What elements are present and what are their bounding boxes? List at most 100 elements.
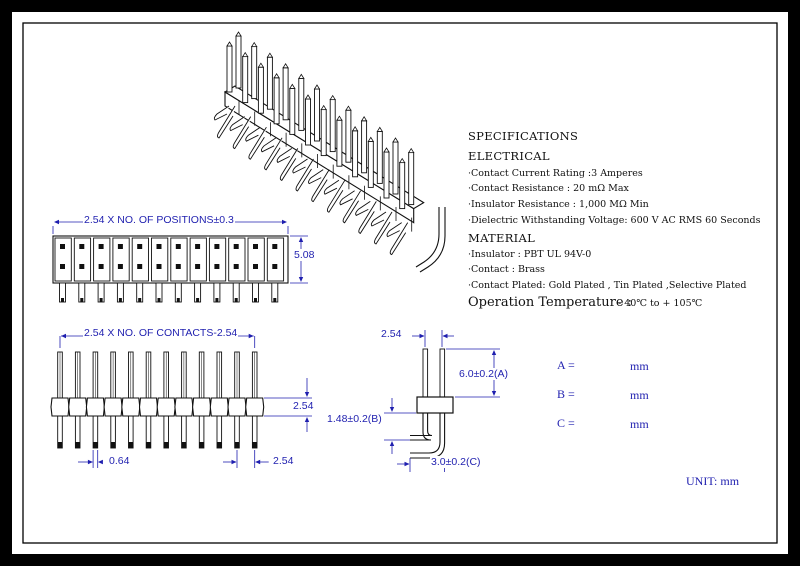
- front-view-pin-tip: [163, 442, 169, 448]
- iso-bent-tail-lower: [311, 169, 330, 203]
- dim-side-pitch: 2.54: [380, 328, 403, 340]
- top-view-pin-square: [175, 264, 181, 269]
- top-view-pin-tip: [273, 298, 277, 302]
- iso-pin-rear-tip: [298, 73, 305, 79]
- top-view-pin-square: [117, 264, 123, 269]
- top-view-pin-square: [60, 264, 65, 269]
- front-view-insulator-segment: [245, 397, 265, 417]
- iso-pin-front: [257, 66, 264, 114]
- side-view-insulator: [416, 396, 454, 414]
- iso-pin-rear-tip: [329, 94, 336, 100]
- top-view-cell: [266, 237, 285, 282]
- iso-bent-tail-upper: [229, 116, 245, 132]
- inner-frame: [22, 22, 778, 544]
- front-view-pin-tip: [181, 442, 187, 448]
- top-view-pin-square: [156, 264, 162, 269]
- dim-arrow: [87, 459, 93, 465]
- drawing-sheet: SPECIFICATIONS ELECTRICAL ·Contact Curre…: [12, 12, 788, 554]
- spec-dielectric-voltage: ·Dielectric Withstanding Voltage: 600 V …: [468, 215, 761, 226]
- iso-bent-tail-upper: [260, 137, 277, 153]
- iso-pin-front-tip: [304, 94, 312, 100]
- front-view-pin-tip: [146, 442, 151, 448]
- spec-contact-resistance: ·Contact Resistance : 20 mΩ Max: [468, 183, 629, 194]
- dim-arrow: [298, 237, 304, 242]
- dim-arrow: [231, 459, 237, 465]
- front-view: [50, 333, 312, 468]
- unit-note: UNIT: mm: [686, 474, 740, 488]
- top-view-cell: [131, 237, 149, 282]
- front-view-pin-tip: [93, 442, 98, 448]
- iso-bent-tail-upper: [245, 126, 261, 142]
- front-view-pin-tip: [217, 442, 222, 448]
- front-view-insulator-segment: [209, 397, 229, 417]
- front-view-pin-tip: [110, 442, 116, 448]
- top-view-pin-square: [214, 264, 220, 269]
- iso-pin-front: [242, 56, 249, 104]
- top-view-pin-tip: [118, 298, 122, 302]
- iso-pin-rear-tip: [360, 116, 368, 122]
- iso-pin-front-tip: [273, 73, 280, 79]
- top-view-pin-tip: [157, 298, 161, 302]
- front-view-pin-tip: [199, 442, 204, 448]
- top-view-cell: [54, 237, 72, 282]
- side-view-pin-front: [439, 348, 446, 398]
- iso-bent-tail-upper: [386, 222, 402, 238]
- front-view-pin-tip: [252, 442, 257, 448]
- iso-pin-front: [320, 109, 327, 157]
- iso-bent-tail-upper: [355, 201, 371, 216]
- dim-b: 1.48±0.2(B): [326, 413, 383, 425]
- iso-pin-front: [273, 77, 280, 125]
- iso-pin-front: [336, 119, 343, 167]
- iso-pin-rear-tip: [345, 105, 352, 111]
- iso-pin-rear: [392, 141, 399, 195]
- spec-contact-material: ·Contact : Brass: [468, 264, 545, 275]
- iso-bent-tail-lower: [217, 105, 236, 139]
- iso-pin-front-tip: [320, 104, 327, 110]
- top-view-cell: [228, 237, 246, 282]
- side-view-bent-pin-rear: [410, 413, 432, 441]
- iso-bent-tail-upper: [308, 169, 324, 185]
- top-view-pin-square: [98, 264, 104, 269]
- iso-bent-tail-lower: [232, 116, 252, 150]
- front-view-insulator-segment: [68, 397, 88, 417]
- dim-top-height: 5.08: [293, 249, 316, 261]
- top-view-pin-square: [175, 244, 181, 249]
- top-view-pin-square: [195, 264, 201, 269]
- dim-arrow: [61, 333, 66, 339]
- iso-end-bend-outer: [419, 207, 446, 273]
- top-view-pin-square: [117, 244, 123, 249]
- iso-pin-rear-tip: [376, 126, 384, 132]
- iso-pin-front-tip: [226, 41, 233, 47]
- dim-pitch: 2.54: [272, 455, 295, 467]
- iso-bent-tail-lower: [374, 211, 393, 245]
- iso-pin-front: [399, 162, 406, 210]
- top-view-pin-tip: [99, 298, 103, 302]
- top-view-pin-tip: [176, 298, 180, 302]
- iso-bent-tail-upper: [370, 211, 387, 227]
- spec-contact-plating: ·Contact Plated: Gold Plated , Tin Plate…: [468, 280, 747, 291]
- front-view-insulator-segment: [156, 397, 176, 417]
- top-view-cell: [151, 237, 169, 282]
- iso-pin-rear-tip: [313, 84, 321, 90]
- top-view-pin-square: [233, 244, 239, 249]
- top-view-cell: [208, 237, 227, 282]
- front-view-insulator-segment: [192, 397, 212, 417]
- front-view-pin-tip: [128, 442, 134, 448]
- technical-drawing: [22, 22, 778, 544]
- iso-bent-tail-upper: [339, 190, 355, 206]
- top-view-pin-square: [79, 264, 85, 269]
- front-view-insulator-segment: [121, 397, 141, 417]
- dim-arrow: [304, 392, 310, 397]
- front-view-insulator-segment: [174, 397, 194, 417]
- dim-arrow: [419, 333, 425, 339]
- iso-pin-front: [383, 151, 390, 199]
- iso-bent-tail-upper: [292, 158, 308, 174]
- top-view-pin-square: [214, 244, 220, 249]
- side-view-bent-pin-rear-inner: [410, 413, 433, 437]
- dim-arrow: [282, 219, 287, 225]
- dim-top-width: 2.54 X NO. OF POSITIONS±0.3: [83, 214, 235, 226]
- iso-pin-rear: [361, 120, 368, 174]
- iso-bent-tail-lower: [358, 201, 377, 234]
- top-view-pin-square: [60, 244, 65, 249]
- iso-bent-tail-lower: [248, 126, 267, 160]
